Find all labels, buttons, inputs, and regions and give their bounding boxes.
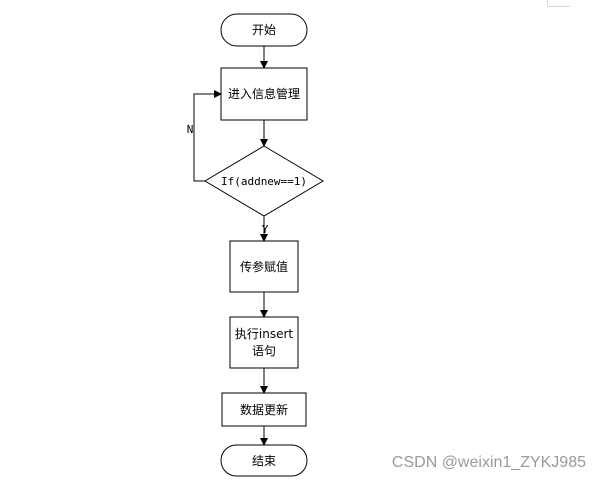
exec-insert-label-line1: 执行insert xyxy=(235,327,294,341)
no-label: N xyxy=(187,123,194,136)
update-data-label: 数据更新 xyxy=(240,402,288,417)
corner-mark xyxy=(547,0,570,7)
assign-params-process xyxy=(229,240,299,293)
update-data-process xyxy=(221,392,307,427)
arrow-no-loop xyxy=(193,90,222,182)
condition-label: If(addnew==1) xyxy=(221,175,307,188)
assign-params-label: 传参赋值 xyxy=(240,259,288,274)
enter-info-label: 进入信息管理 xyxy=(228,86,300,101)
yes-label: Y xyxy=(262,223,269,236)
start-label: 开始 xyxy=(252,23,276,37)
watermark: CSDN @weixin1_ZYKJ985 xyxy=(391,454,586,471)
enter-info-process xyxy=(220,67,308,121)
exec-insert-process xyxy=(229,316,299,369)
exec-insert-label-line2: 语句 xyxy=(252,344,276,358)
end-label: 结束 xyxy=(252,454,276,468)
end-terminator xyxy=(220,444,308,477)
